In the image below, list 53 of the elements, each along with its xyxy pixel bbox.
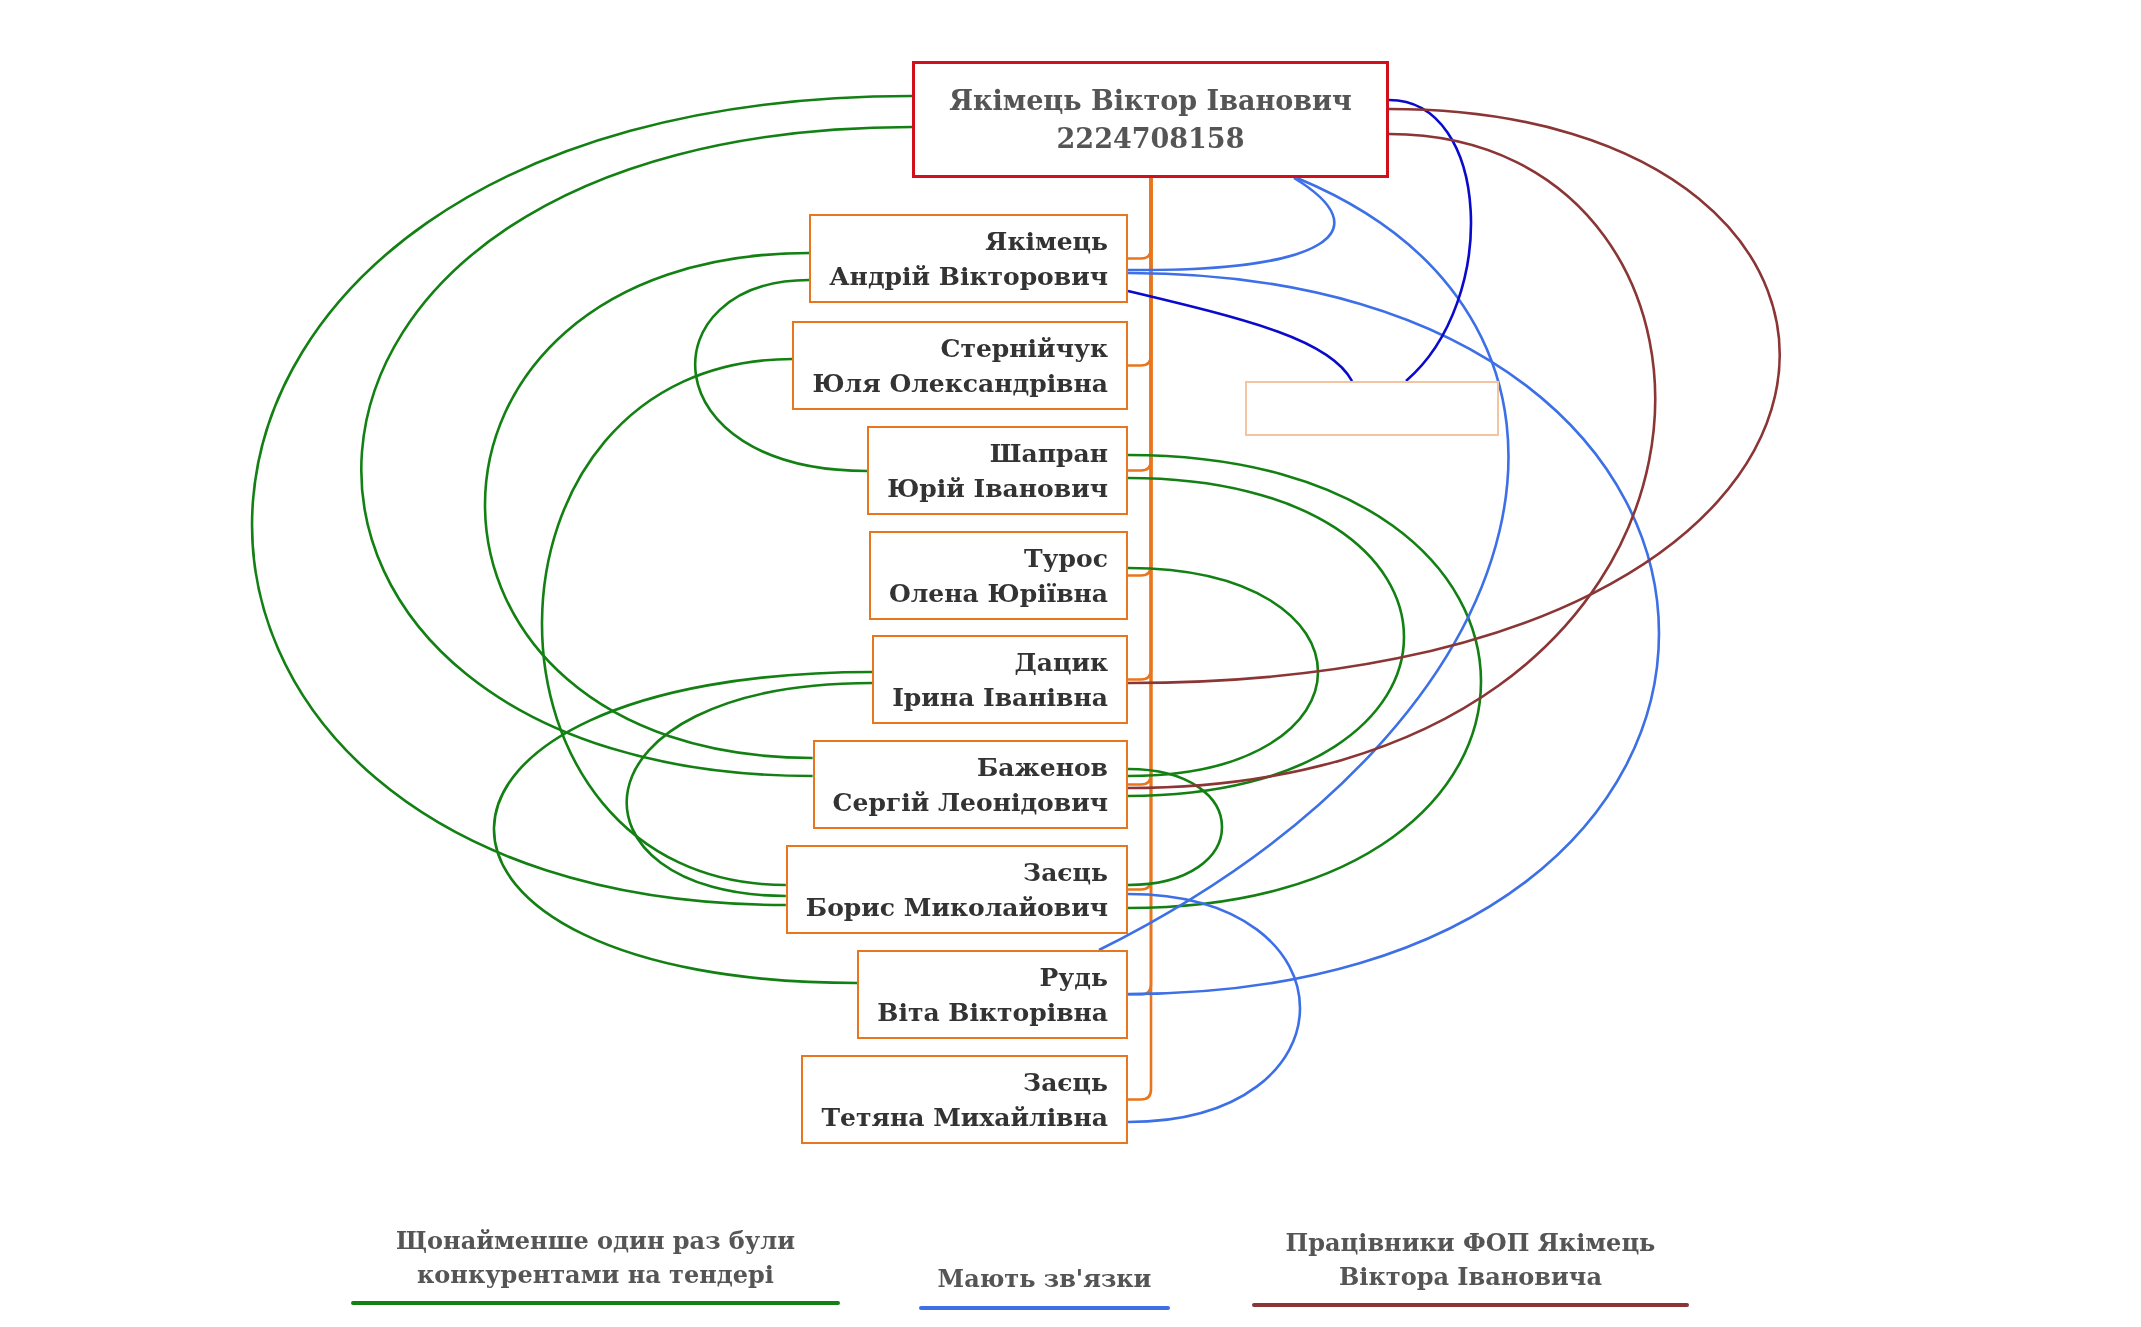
person-name: Тетяна Михайлівна (821, 1101, 1108, 1134)
connector-line (484, 251, 813, 760)
empty-box (1245, 381, 1499, 436)
connector-line (252, 94, 913, 907)
person-name: Віта Вікторівна (877, 996, 1108, 1029)
person-name: Рудь (1039, 961, 1108, 994)
connector-line (1127, 767, 1224, 887)
connector-line (1128, 176, 1336, 272)
person-box (857, 950, 1128, 1039)
legend-label: Щонайменше один раз були конкурентами на тендері (395, 1225, 796, 1291)
person-name: Дацик (1014, 646, 1108, 679)
person-name: Якімець (985, 225, 1108, 258)
root-text: 2224708158 (1056, 121, 1245, 156)
person-box (809, 214, 1128, 303)
connector-line (1127, 132, 1656, 790)
connector-line (1127, 289, 1354, 382)
person-box (785, 845, 1128, 934)
person-name: Баженов (976, 751, 1108, 784)
person-name: Ірина Іванівна (892, 681, 1108, 714)
legend-label: Мають зв'язки (936, 1263, 1153, 1295)
connector-line (626, 681, 873, 898)
person-name: Сергій Леонідович (832, 786, 1108, 819)
root-text: Якімець Віктор Іванович (949, 83, 1352, 118)
person-name: Шапран (989, 437, 1108, 470)
person-name: Турос (1024, 542, 1108, 575)
person-name: Стернійчук (940, 332, 1108, 365)
person-box (868, 531, 1128, 620)
connector-line (694, 278, 868, 473)
person-name: Заєць (1023, 856, 1108, 889)
person-name: Юрій Іванович (887, 472, 1108, 505)
connector-line (1127, 107, 1779, 685)
root-box (912, 61, 1389, 178)
person-box (872, 635, 1128, 724)
person-name: Заєць (1023, 1066, 1108, 1099)
person-name: Андрій Вікторович (829, 260, 1108, 293)
connector-line (493, 670, 873, 985)
connector-line (1127, 566, 1319, 778)
person-box (792, 321, 1128, 410)
person-box (812, 740, 1128, 829)
person-box (801, 1055, 1128, 1144)
person-name: Юля Олександрівна (812, 367, 1108, 400)
connector-line (1127, 271, 1660, 996)
connector-line (1127, 453, 1482, 910)
legend-label: Працівники ФОП Якімець Віктора Івановича (1284, 1227, 1657, 1293)
person-name: Олена Юріївна (888, 577, 1108, 610)
connector-line (540, 357, 793, 887)
person-box (867, 426, 1128, 515)
connector-line (1127, 892, 1301, 1124)
connector-line (1127, 476, 1405, 798)
connector-line (361, 125, 913, 778)
connector-line (1098, 176, 1510, 952)
person-name: Борис Миколайович (805, 891, 1108, 924)
connector-line (1388, 98, 1472, 382)
